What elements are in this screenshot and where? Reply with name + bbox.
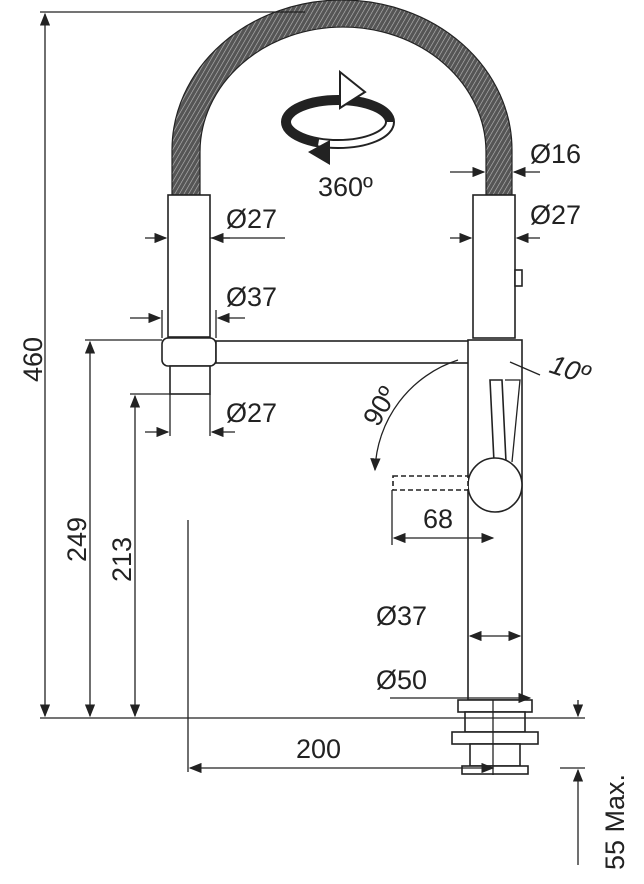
label-lever-swing: 90º [357, 381, 403, 431]
label-right-body-diameter: Ø27 [530, 200, 581, 230]
label-lever-length: 68 [423, 504, 453, 534]
label-rotation: 360º [318, 172, 373, 202]
label-column-diameter: Ø37 [376, 601, 427, 631]
spout-nozzle [169, 365, 211, 395]
left-body [167, 194, 211, 338]
label-hose-diameter: Ø16 [530, 139, 581, 169]
label-max-thickness: 55 Max. [600, 774, 630, 870]
label-spout-height: 213 [107, 537, 137, 582]
right-body [472, 194, 516, 339]
label-total-height: 460 [18, 337, 48, 382]
label-reach: 200 [296, 734, 341, 764]
label-base-diameter: Ø50 [376, 665, 427, 695]
label-arm-height: 249 [62, 517, 92, 562]
label-lever-tilt: 10º [546, 349, 594, 390]
swing-arm [215, 340, 471, 364]
flexible-hose [171, 0, 513, 196]
dimension-lines [39, 11, 585, 865]
mounting-base [451, 699, 539, 775]
label-nozzle-diameter: Ø27 [226, 398, 277, 428]
lever-swung-position [392, 475, 469, 491]
rotation-icon [281, 69, 395, 165]
lever-hub [467, 457, 523, 513]
collar [161, 337, 217, 367]
label-collar-diameter: Ø37 [226, 282, 277, 312]
label-left-body-diameter: Ø27 [226, 204, 277, 234]
button [514, 269, 523, 287]
